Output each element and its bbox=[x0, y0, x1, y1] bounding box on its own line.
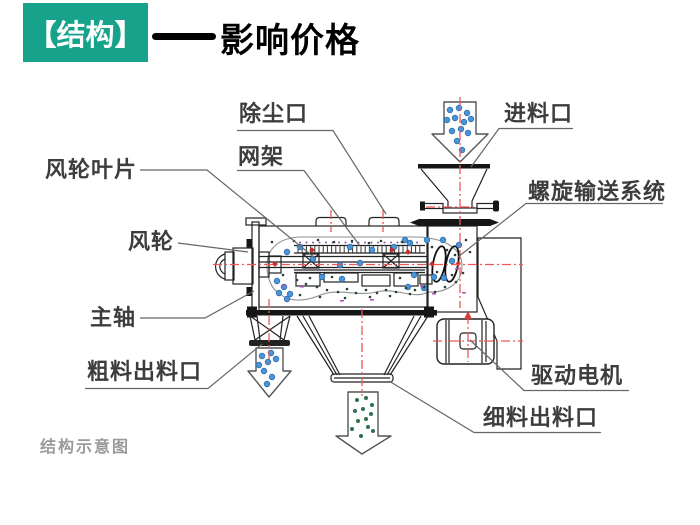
label-drive-motor: 驱动电机 bbox=[531, 363, 624, 388]
centerlines bbox=[213, 97, 523, 396]
impeller-housing bbox=[214, 247, 254, 285]
label-screw-conveyor: 螺旋输送系统 bbox=[528, 179, 667, 204]
label-dust-port: 除尘口 bbox=[239, 101, 309, 126]
coarse-flow-arrow bbox=[247, 347, 292, 398]
coarse-outlet-funnel bbox=[249, 315, 291, 346]
particle-dots bbox=[255, 104, 475, 438]
label-impeller-blade: 风轮叶片 bbox=[45, 157, 138, 182]
structure-tag: 【结构】 bbox=[23, 3, 148, 62]
label-main-shaft: 主轴 bbox=[90, 305, 137, 330]
support-panel bbox=[477, 237, 522, 370]
base-frame bbox=[246, 306, 437, 318]
label-feed-inlet: 进料口 bbox=[504, 101, 574, 126]
page-title: 影响价格 bbox=[220, 22, 360, 60]
label-impeller: 风轮 bbox=[128, 229, 175, 254]
feed-hopper bbox=[410, 164, 499, 226]
label-mesh-frame: 网架 bbox=[238, 144, 285, 169]
machine-body bbox=[214, 216, 478, 314]
label-fine-outlet: 细料出料口 bbox=[483, 405, 599, 430]
fine-flow-arrow bbox=[335, 391, 392, 455]
label-coarse-outlet: 粗料出料口 bbox=[87, 359, 203, 384]
diagram-caption: 结构示意图 bbox=[40, 439, 131, 456]
leader-lines bbox=[85, 127, 663, 434]
dash-line bbox=[152, 33, 216, 40]
dust-port-shape bbox=[368, 216, 400, 226]
